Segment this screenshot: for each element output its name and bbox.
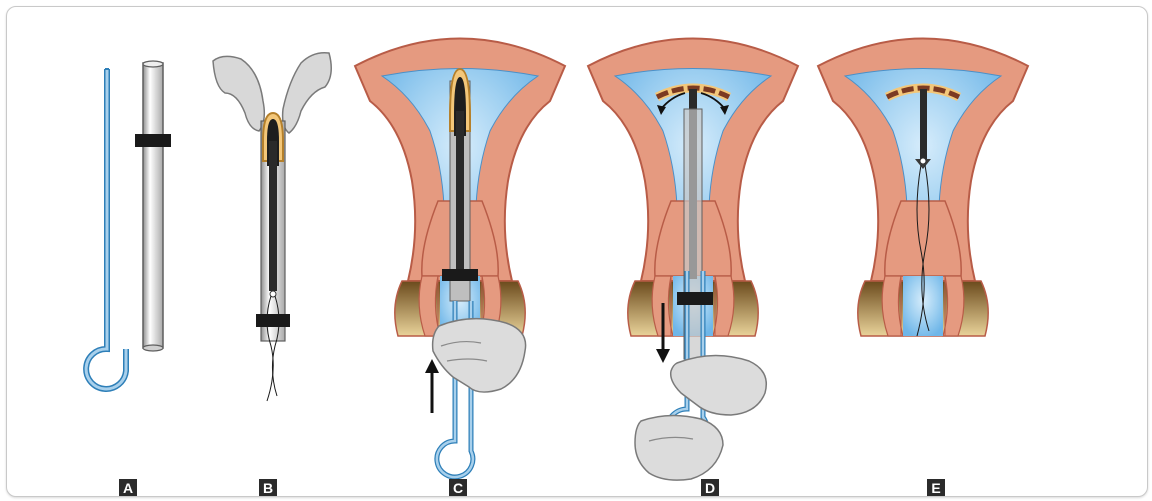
panel-label-c: C [449,479,467,497]
iud-insertion-figure: A B C D E [6,6,1148,497]
panel-label-a: A [119,479,137,497]
panel-b-drawing [213,53,331,401]
panel-a-drawing [86,61,171,389]
panel-label-e: E [927,479,945,497]
figure-artwork [7,7,1147,496]
panel-label-b: B [259,479,277,497]
panel-label-d: D [701,479,719,497]
panel-e-drawing [818,39,1028,337]
panel-d-drawing [588,39,798,481]
panel-c-drawing [355,39,565,477]
